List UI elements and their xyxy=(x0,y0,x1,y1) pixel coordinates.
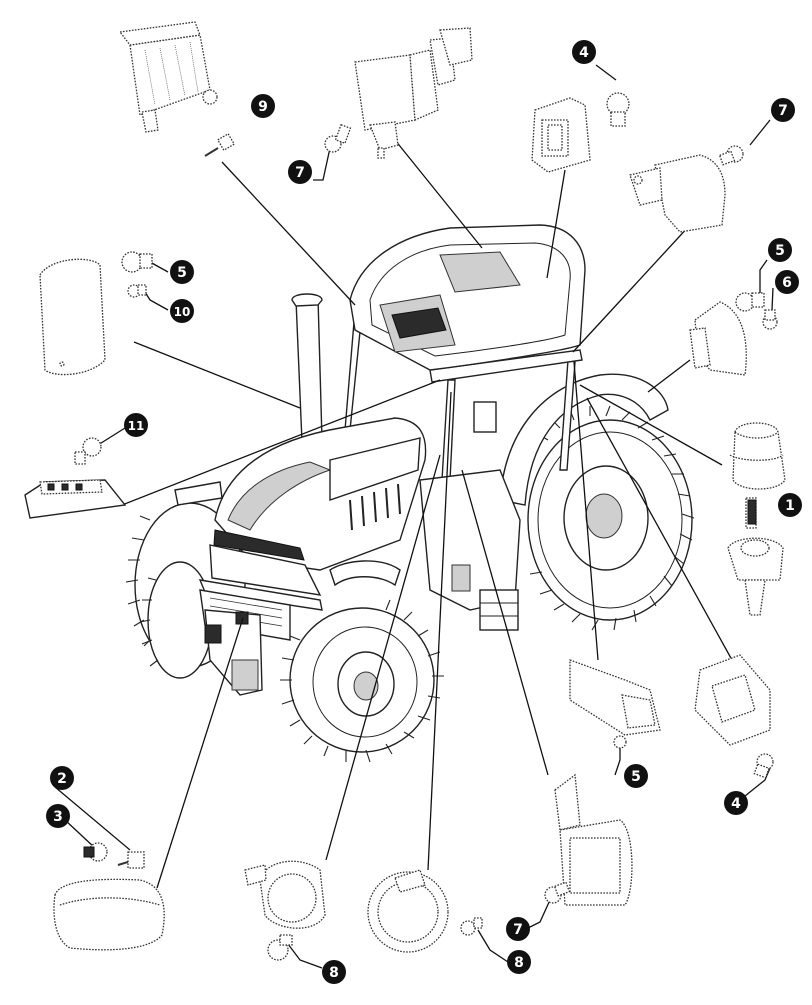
bulb-6-right xyxy=(762,309,778,330)
cab xyxy=(344,224,586,631)
callout-1: 1 xyxy=(778,493,802,517)
rear-light-right xyxy=(689,301,747,376)
callout-5-left: 5 xyxy=(170,260,194,284)
callout-4-top: 4 xyxy=(572,40,596,64)
bulb-4-top xyxy=(606,92,630,127)
indicator-lamp-left xyxy=(24,479,127,519)
bulb-5-bottom xyxy=(613,735,627,749)
callout-10-label: 10 xyxy=(174,305,191,319)
round-light-bottom-center xyxy=(367,869,449,953)
callouts: 9 7 4 7 5 10 5 6 xyxy=(46,40,802,984)
callout-11: 11 xyxy=(124,413,148,437)
leader-lines xyxy=(54,64,774,969)
callout-8-left: 8 xyxy=(322,960,346,984)
bulb-7-top-left xyxy=(324,123,352,153)
callout-4-bottom: 4 xyxy=(724,791,748,815)
bulb-9 xyxy=(204,132,236,157)
front-left-wheel xyxy=(139,561,213,679)
callout-3-label: 3 xyxy=(53,809,63,825)
callout-7-bottom: 7 xyxy=(506,917,530,941)
side-light-right-top xyxy=(629,154,726,233)
callout-5-bottom-label: 5 xyxy=(631,769,641,785)
callout-9: 9 xyxy=(251,94,275,118)
bulb-4-bottom xyxy=(753,753,774,779)
callout-7-top-left-label: 7 xyxy=(295,165,305,181)
front-right-wheel xyxy=(280,599,444,763)
callout-11-label: 11 xyxy=(128,419,145,433)
callout-8-left-label: 8 xyxy=(329,965,339,981)
hood xyxy=(174,417,427,696)
bulb-8-center xyxy=(460,917,483,936)
bulb-5-left xyxy=(121,251,153,273)
callout-3: 3 xyxy=(46,804,70,828)
bulb-3 xyxy=(83,842,108,862)
round-light-bottom-left xyxy=(244,860,326,929)
callout-5-bottom: 5 xyxy=(624,764,648,788)
exhaust-stack xyxy=(291,293,323,443)
bulb-7-bottom xyxy=(544,881,571,904)
callout-5-left-label: 5 xyxy=(177,265,187,281)
callout-4-bottom-label: 4 xyxy=(731,796,741,812)
rotating-beacon xyxy=(727,422,786,616)
callout-6-label: 6 xyxy=(782,275,792,291)
bulb-5-right xyxy=(735,292,765,312)
mirror-work-light xyxy=(554,773,633,906)
callout-7-bottom-label: 7 xyxy=(513,922,523,938)
callout-8-center-label: 8 xyxy=(514,955,524,971)
rear-fender xyxy=(499,373,669,506)
bulb-8-left xyxy=(267,934,293,961)
callout-1-label: 1 xyxy=(785,498,795,514)
work-light-right-lower xyxy=(694,654,771,746)
callout-4-top-label: 4 xyxy=(579,45,589,61)
rear-right-wheel xyxy=(527,405,695,631)
headlamp-bottom-left xyxy=(53,878,165,951)
callout-5-right: 5 xyxy=(768,238,792,262)
callout-6: 6 xyxy=(775,270,799,294)
callout-7-top-right: 7 xyxy=(771,98,795,122)
connector-top-center xyxy=(531,97,591,173)
callout-10: 10 xyxy=(170,299,194,323)
marker-light-left xyxy=(39,258,106,376)
bulb-10-left xyxy=(127,284,147,298)
work-light-top-left xyxy=(118,21,218,133)
bulb-2 xyxy=(117,851,145,869)
callout-2: 2 xyxy=(50,766,74,790)
work-light-top-center xyxy=(354,27,473,159)
bulb-1 xyxy=(747,499,757,525)
callout-7-top-right-label: 7 xyxy=(778,103,788,119)
callout-8-center: 8 xyxy=(507,950,531,974)
tractor-illustration xyxy=(125,224,695,763)
bulb-11 xyxy=(74,437,102,465)
parts xyxy=(24,21,786,961)
callout-7-top-left: 7 xyxy=(288,160,312,184)
bulb-7-top-right xyxy=(718,145,744,166)
callout-5-right-label: 5 xyxy=(775,243,785,259)
callout-9-label: 9 xyxy=(258,99,268,115)
callout-2-label: 2 xyxy=(57,771,67,787)
strip-light xyxy=(569,659,661,736)
